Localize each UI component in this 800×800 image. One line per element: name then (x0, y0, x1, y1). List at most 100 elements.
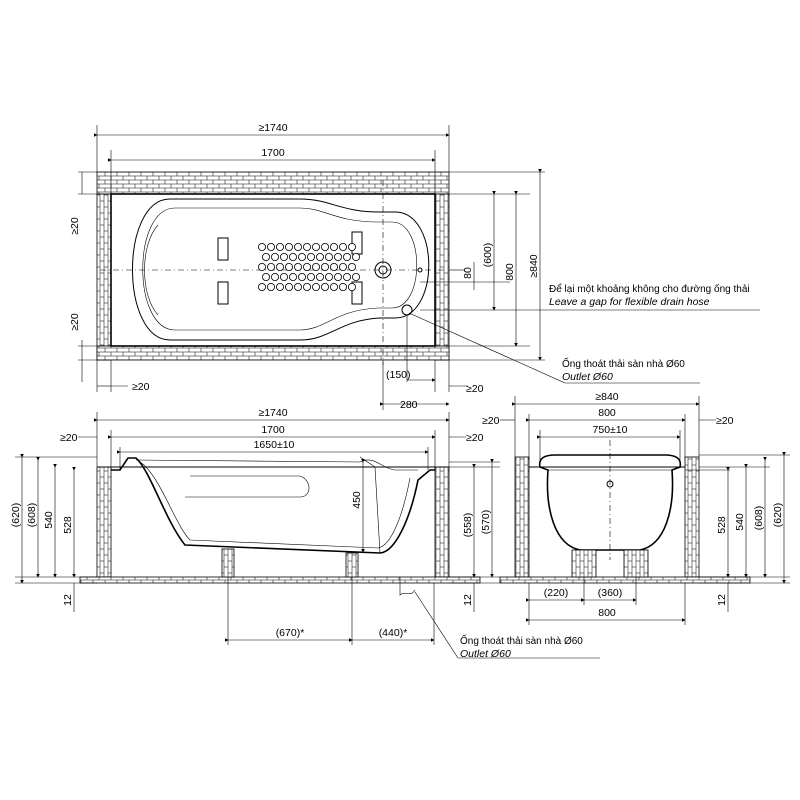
anti-slip-dot (275, 262, 284, 271)
anti-slip-dot (329, 242, 338, 251)
plan-view: ≥1740 1700 ≥20 ≥20 ≥20 (150) ≥20 280 (69, 122, 760, 411)
end-left-wall (514, 456, 530, 578)
anti-slip-dot (333, 272, 342, 281)
side-h558-label: (558) (462, 513, 474, 538)
side-h540-label: 540 (43, 511, 55, 529)
anti-slip-dot (275, 282, 284, 291)
side-depth450-label: 450 (351, 491, 363, 509)
plan-tub-length-label: 1700 (261, 147, 285, 159)
side-gap-left-label: ≥20 (60, 432, 78, 444)
anti-slip-dot (297, 252, 306, 261)
side-outlet-note-en: Outlet Ø60 (460, 648, 511, 660)
anti-slip-dot (288, 272, 297, 281)
anti-slip-dot (302, 282, 311, 291)
plan-gap-note-en: Leave a gap for flexible drain hose (549, 296, 710, 308)
anti-slip-dot (311, 262, 320, 271)
anti-slip-dot (324, 252, 333, 261)
end-overall-width-label: ≥840 (595, 391, 618, 403)
side-leg-left (221, 548, 235, 578)
anti-slip-dot (320, 262, 329, 271)
side-outlet-note-vi: Ống thoát thải sàn nhà Ø60 (460, 633, 583, 647)
anti-slip-dot (284, 242, 293, 251)
anti-slip-dot (338, 242, 347, 251)
anti-slip-dot (311, 242, 320, 251)
plan-left-wall (96, 193, 112, 361)
side-drain-edge (359, 456, 381, 554)
end-floor (499, 576, 751, 584)
plan-tub-basin-inner (142, 207, 417, 331)
plan-outlet-offset-label: (150) (386, 369, 411, 381)
end-bottom-width-label: 800 (598, 607, 616, 619)
plan-gap-top-label: ≥20 (69, 217, 81, 235)
anti-slip-dot (347, 262, 356, 271)
end-foot-left-label: (220) (544, 587, 569, 599)
anti-slip-dot (333, 252, 342, 261)
anti-slip-dot (324, 272, 333, 281)
side-left-wall (96, 466, 112, 578)
side-overall-width-label: ≥1740 (258, 407, 287, 419)
anti-slip-dot (270, 252, 279, 261)
end-foot-left (571, 549, 597, 578)
anti-slip-dot (266, 242, 275, 251)
side-h12-right-label: 12 (462, 594, 474, 606)
anti-slip-dot (320, 242, 329, 251)
side-tub-rim-line (135, 459, 418, 471)
anti-slip-dot (284, 282, 293, 291)
anti-slip-dot (306, 252, 315, 261)
anti-slip-dot (293, 262, 302, 271)
anti-slip-dot (261, 272, 270, 281)
anti-slip-dot (342, 252, 351, 261)
end-h12-label: 12 (716, 594, 728, 606)
end-h528-label: 528 (716, 516, 728, 534)
plan-bottom-wall (96, 345, 450, 361)
end-foot-span-label: (360) (598, 587, 623, 599)
plan-overall-width-label: ≥1740 (258, 122, 287, 134)
anti-slip-dot (257, 262, 266, 271)
side-drain-pipe (399, 577, 416, 596)
side-h528-label: 528 (62, 516, 74, 534)
anti-slip-dot (266, 262, 275, 271)
anti-slip-dot (284, 262, 293, 271)
side-armrest-curve (185, 475, 310, 498)
anti-slip-dot (351, 252, 360, 261)
anti-slip-dot (302, 242, 311, 251)
anti-slip-dot (257, 242, 266, 251)
plan-right-wall (434, 193, 450, 361)
anti-slip-dot (261, 252, 270, 261)
plan-gap-right-label: ≥20 (466, 383, 484, 395)
anti-slip-dot (329, 282, 338, 291)
side-h570-label: (570) (480, 510, 492, 535)
side-view: ≥1740 1700 1650±10 ≥20 ≥20 (620) (608) 5… (10, 407, 600, 660)
anti-slip-dot (347, 242, 356, 251)
anti-slip-dot (338, 282, 347, 291)
anti-slip-dot (288, 252, 297, 261)
side-tub-profile (111, 457, 435, 554)
anti-slip-dot (342, 272, 351, 281)
anti-slip-dot (279, 252, 288, 261)
anti-slip-dot (338, 262, 347, 271)
plan-grip-left-top (217, 237, 229, 261)
end-drain-circle (606, 480, 614, 488)
anti-slip-dot (311, 282, 320, 291)
side-floor (79, 576, 481, 584)
anti-slip-dot (293, 242, 302, 251)
anti-slip-dot (275, 242, 284, 251)
end-right-wall (684, 456, 700, 578)
side-inner-length-label: 1650±10 (254, 439, 295, 451)
anti-slip-dot (306, 272, 315, 281)
plan-gap-bottom-label: ≥20 (69, 313, 81, 331)
side-h620-label: (620) (10, 503, 22, 528)
plan-top-wall (96, 171, 450, 195)
anti-slip-dot (257, 282, 266, 291)
plan-tub-basin-outer (132, 198, 430, 341)
anti-slip-dot (302, 262, 311, 271)
anti-slip-dot (347, 282, 356, 291)
anti-slip-dot (351, 272, 360, 281)
side-leg-dist1-label: (670)* (276, 627, 305, 639)
plan-grip-left-bottom (217, 281, 229, 305)
end-gap-right-label: ≥20 (716, 415, 734, 427)
side-gap-right-label: ≥20 (466, 432, 484, 444)
side-right-wall (434, 466, 450, 578)
plan-grip-right-bottom (351, 281, 363, 305)
